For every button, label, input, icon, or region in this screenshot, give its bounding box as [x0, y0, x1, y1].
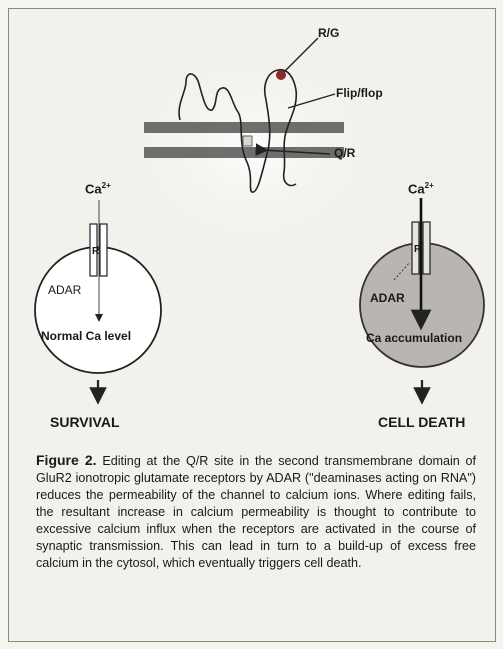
qr-site-marker: [243, 136, 252, 146]
r-right-label: R: [414, 244, 421, 255]
caption-text: Editing at the Q/R site in the second tr…: [36, 454, 476, 570]
figure-label: Figure 2.: [36, 452, 97, 468]
survival-label: SURVIVAL: [50, 414, 120, 430]
qr-label: Q/R: [334, 146, 355, 160]
cell-death-label: CELL DEATH: [378, 414, 465, 430]
membrane-upper-band: [144, 122, 344, 133]
right-channel-right: [423, 222, 430, 274]
flipflop-label: Flip/flop: [336, 86, 383, 100]
ca-accumulation-label: Ca accumulation: [366, 331, 462, 345]
normal-ca-label: Normal Ca level: [41, 329, 131, 343]
r-left-label: R: [92, 246, 99, 257]
adar-left-label: ADAR: [48, 283, 81, 297]
left-cell: [35, 247, 161, 373]
ca-left-label: Ca2+: [85, 181, 111, 196]
ca-right-label: Ca2+: [408, 181, 434, 196]
rg-label: R/G: [318, 26, 339, 40]
figure-caption: Figure 2. Editing at the Q/R site in the…: [36, 452, 476, 572]
left-channel-right: [100, 224, 107, 276]
adar-right-label: ADAR: [370, 291, 405, 305]
